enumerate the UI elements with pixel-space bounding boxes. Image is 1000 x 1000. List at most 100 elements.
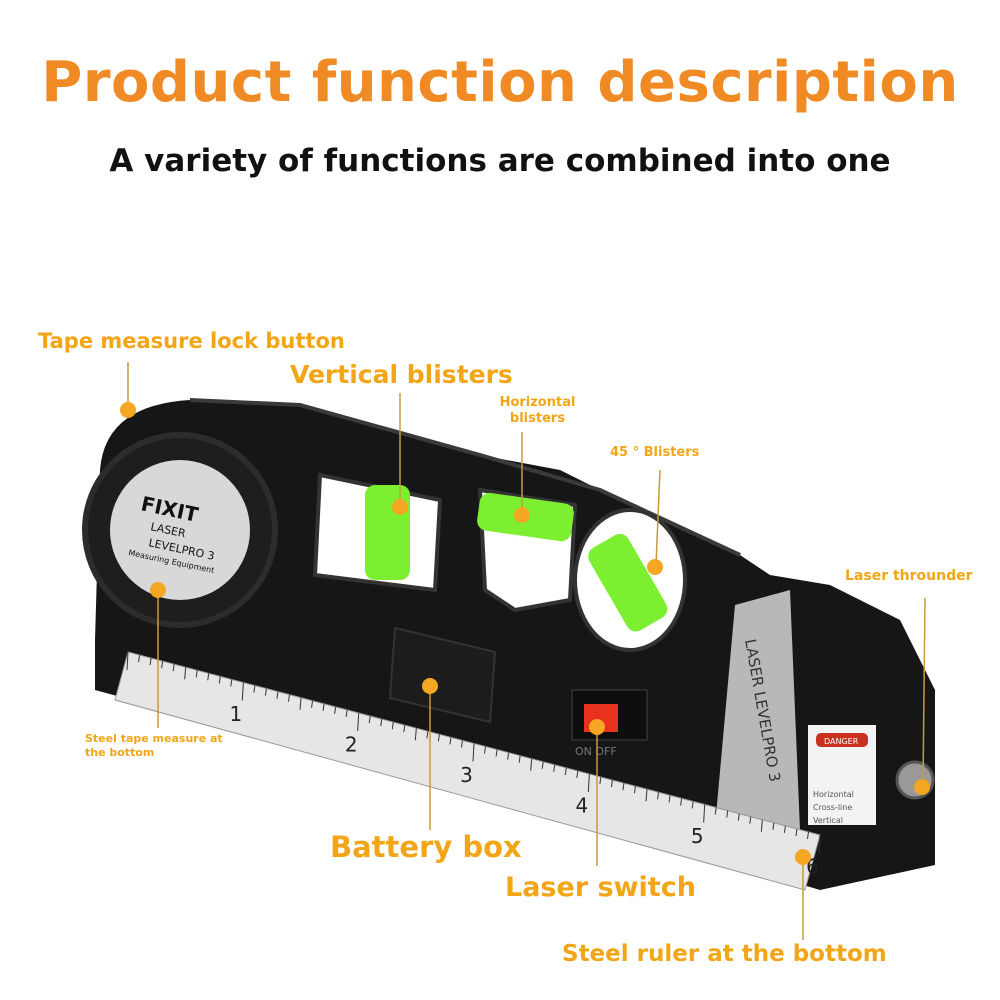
- ruler-number: 1: [229, 702, 242, 726]
- ruler-tick: [507, 752, 510, 760]
- label-laser-throunder: Laser throunder: [845, 568, 973, 584]
- ruler-tick: [691, 801, 694, 809]
- ruler-tick: [783, 825, 786, 833]
- marker-ruler: [795, 849, 811, 865]
- mode-horizontal: Horizontal: [813, 790, 854, 799]
- ruler-tick: [380, 719, 383, 727]
- marker-battery: [422, 678, 438, 694]
- label-horizontal-line1: Horizontal: [499, 395, 576, 410]
- ruler-tick: [357, 712, 360, 732]
- ruler-tick: [368, 715, 371, 724]
- ruler-tick: [772, 822, 775, 830]
- label-steel-tape-line1: Steel tape measure at: [85, 732, 223, 745]
- ruler-tick: [218, 676, 221, 684]
- danger-text: DANGER: [824, 737, 859, 746]
- ruler-tick: [403, 725, 406, 733]
- ruler-number: 5: [691, 824, 704, 848]
- ruler-tick: [680, 798, 683, 806]
- metal-side-plate: [712, 590, 800, 860]
- ruler-tick: [553, 764, 556, 772]
- ruler-tick: [806, 831, 809, 840]
- ruler-tick: [311, 700, 314, 708]
- ruler-number: 4: [575, 793, 588, 817]
- marker-steel-tape: [150, 582, 166, 598]
- ruler-tick: [230, 679, 233, 687]
- ruler-tick: [253, 685, 256, 693]
- ruler-tick: [737, 813, 740, 821]
- marker-tape-lock: [120, 402, 136, 418]
- ruler-tick: [726, 810, 729, 818]
- ruler-tick: [633, 786, 636, 794]
- ruler-tick: [622, 783, 625, 791]
- ruler-tick: [760, 819, 763, 832]
- tape-label-disk: [110, 460, 250, 600]
- leader-lines: [127, 362, 926, 940]
- ruler-tick: [472, 743, 475, 762]
- label-horizontal-line2: blisters: [509, 411, 566, 427]
- marker-laser: [914, 779, 930, 795]
- page-title: Product function description: [41, 50, 959, 115]
- ruler-tick: [668, 795, 671, 803]
- ruler-tick: [714, 807, 717, 815]
- diagonal-bubble-vial: [588, 533, 668, 632]
- ruler-tick: [576, 770, 579, 779]
- ruler-tick: [414, 728, 417, 741]
- label-steel-tape: Steel tape measure at the bottom: [85, 732, 223, 760]
- ruler-tick: [264, 688, 267, 696]
- ruler-tick: [518, 755, 521, 763]
- label-45-blisters: 45 ° Blisters: [610, 445, 700, 460]
- label-steel-ruler: Steel ruler at the bottom: [562, 941, 887, 967]
- ruler-tick: [241, 682, 244, 701]
- switch-text: ON OFF: [575, 745, 617, 758]
- ruler-tick: [138, 654, 141, 663]
- ruler-ticks: [126, 651, 821, 854]
- mode-vertical: Vertical: [813, 816, 843, 825]
- ruler-tick: [599, 776, 602, 785]
- ruler-tick: [426, 731, 429, 739]
- ruler-tick: [334, 706, 337, 714]
- vertical-bubble-vial: [365, 485, 410, 580]
- battery-cover: [388, 626, 497, 724]
- ruler-tick: [299, 697, 302, 710]
- ruler-tick: [484, 746, 487, 754]
- marker-vertical-blister: [392, 499, 408, 515]
- danger-band: [816, 733, 868, 747]
- ruler-tick: [184, 667, 187, 680]
- ruler-tick: [437, 734, 440, 742]
- ruler-tick: [391, 722, 394, 730]
- ruler-tick: [345, 709, 348, 718]
- ruler-tick: [541, 761, 544, 769]
- ruler-tick: [195, 670, 198, 678]
- marker-switch: [589, 719, 605, 735]
- ruler-tick: [610, 780, 613, 788]
- ruler-tick: [460, 740, 463, 748]
- label-tape-lock: Tape measure lock button: [38, 329, 345, 353]
- ruler-tick: [749, 816, 752, 824]
- label-vertical-blisters: Vertical blisters: [290, 360, 513, 389]
- ruler-tick: [495, 749, 498, 757]
- ruler-tick: [657, 792, 660, 800]
- label-horizontal-blisters: Horizontal blisters: [490, 395, 585, 428]
- label-battery-box: Battery box: [330, 830, 522, 864]
- ruler-tick: [795, 828, 798, 836]
- ruler-tick: [530, 758, 533, 771]
- ruler-tick: [161, 661, 164, 669]
- ruler-tick: [322, 703, 325, 711]
- ruler-tick: [276, 691, 279, 699]
- ruler-tick: [172, 664, 175, 672]
- marker-45-blister: [647, 559, 663, 575]
- label-laser-switch: Laser switch: [505, 872, 696, 903]
- mode-cross-line: Cross-line: [813, 803, 852, 812]
- ruler-number: 3: [460, 763, 473, 787]
- ruler-tick: [287, 694, 290, 702]
- ruler-tick: [207, 673, 210, 681]
- marker-horizontal-blister: [514, 507, 530, 523]
- ruler-tick: [149, 658, 152, 666]
- ruler-tick: [126, 651, 129, 671]
- ruler-tick: [703, 804, 706, 823]
- ruler-tick: [449, 737, 452, 745]
- ruler-tick: [564, 767, 567, 775]
- marker-dots: [120, 402, 930, 865]
- ruler-number: 2: [345, 732, 358, 756]
